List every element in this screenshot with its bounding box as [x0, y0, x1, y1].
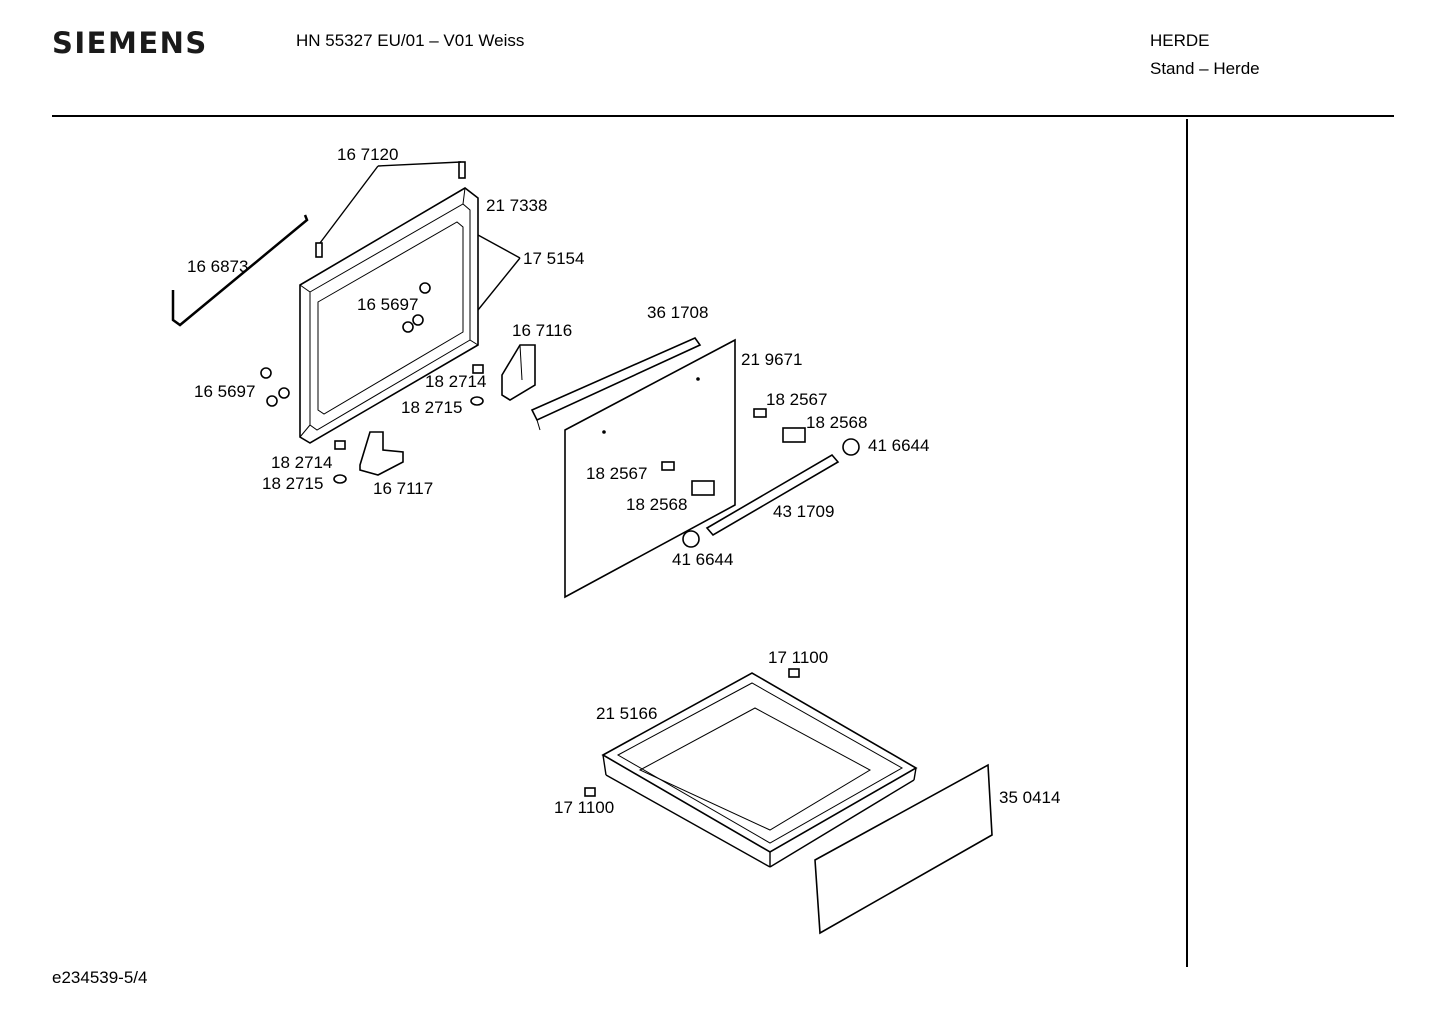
- part-label: 18 2567: [766, 390, 827, 409]
- drawer-foot-part: [584, 668, 800, 797]
- drawer-front-part: [814, 763, 993, 935]
- glass-panel-part: [564, 338, 736, 599]
- column-divider: [1186, 119, 1188, 967]
- part-label: 43 1709: [773, 502, 834, 521]
- part-label: 16 6873: [187, 257, 248, 276]
- category-label: HERDE: [1150, 31, 1210, 50]
- drawer-tray-part: [601, 672, 918, 868]
- part-label: 18 2714: [425, 372, 486, 391]
- part-label: 16 5697: [194, 382, 255, 401]
- part-label: 17 1100: [768, 648, 828, 667]
- leader-lines: [319, 161, 521, 311]
- part-label: 16 7120: [337, 145, 398, 164]
- brand-logo: SIEMENS: [52, 26, 208, 60]
- part-label: 21 9671: [741, 350, 802, 369]
- part-label: 16 7116: [512, 321, 572, 340]
- hinge-lower-part: [359, 431, 404, 476]
- panel-clip-part: [661, 408, 806, 496]
- door-frame-part: [299, 187, 479, 444]
- subcategory-label: Stand – Herde: [1150, 59, 1260, 78]
- part-label: 21 7338: [486, 196, 547, 215]
- part-label: 35 0414: [999, 788, 1060, 807]
- part-label: 41 6644: [672, 550, 733, 569]
- part-label: 21 5166: [596, 704, 657, 723]
- part-label: 18 2714: [271, 453, 332, 472]
- part-label: 41 6644: [868, 436, 929, 455]
- part-label: 36 1708: [647, 303, 708, 322]
- part-label: 18 2715: [262, 474, 323, 493]
- handle-tube-part: [705, 453, 840, 537]
- part-label: 16 5697: [357, 295, 418, 314]
- clip-part: [333, 364, 484, 484]
- part-label: 17 1100: [554, 798, 614, 817]
- part-label: 16 7117: [373, 479, 433, 498]
- part-label: 18 2568: [626, 495, 687, 514]
- hinge-upper-part: [501, 344, 536, 401]
- model-title: HN 55327 EU/01 – V01 Weiss: [296, 31, 525, 50]
- screw-icon: [260, 161, 466, 407]
- part-label: 18 2715: [401, 398, 462, 417]
- header-divider: [52, 115, 1394, 117]
- rail-part: [530, 337, 702, 422]
- part-label: 18 2567: [586, 464, 647, 483]
- gasket-wire-part: [171, 214, 309, 327]
- part-label: 17 5154: [523, 249, 584, 268]
- document-id: e234539-5/4: [52, 968, 148, 987]
- part-label: 18 2568: [806, 413, 867, 432]
